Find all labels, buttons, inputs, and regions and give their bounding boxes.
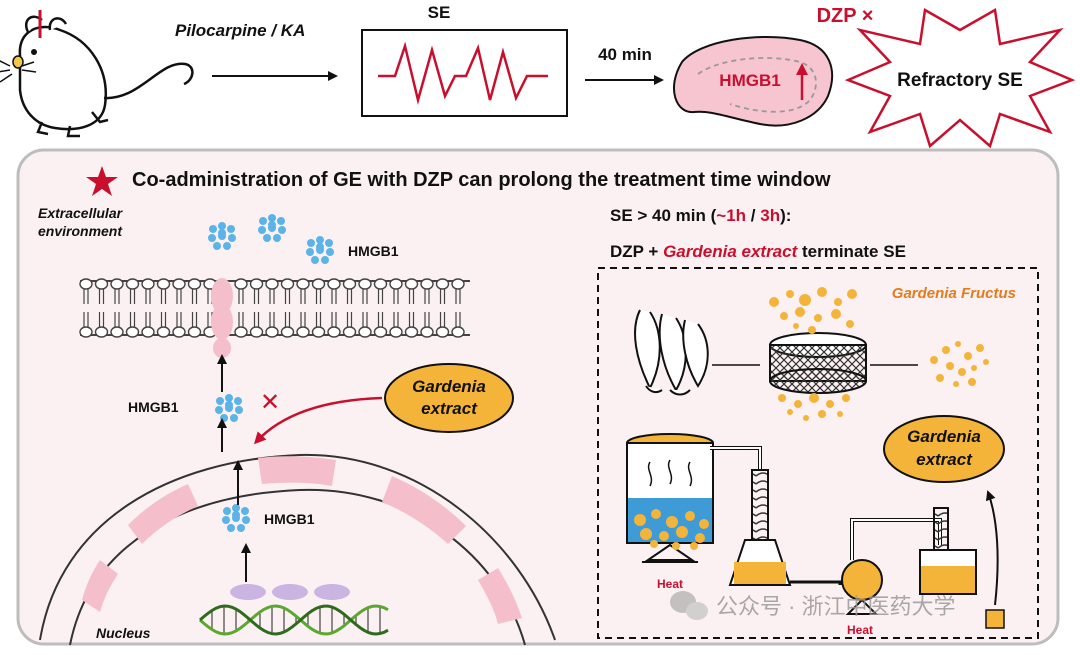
gardenia-powder-top <box>769 287 857 334</box>
mouse-icon <box>0 10 194 138</box>
watermark-text: 公众号 · 浙江中医药大学 <box>716 594 956 619</box>
nuclear-envelope-outer <box>39 453 556 641</box>
condition-time-1: ~1h <box>716 206 746 225</box>
hmgb1-cytoplasm-label: HMGB1 <box>128 399 179 415</box>
inhibit-x-icon: ✕ <box>260 389 280 416</box>
hmgb1-brain-label: HMGB1 <box>719 71 780 90</box>
brain-slice-icon <box>673 35 834 127</box>
collection-beaker-icon <box>919 507 1005 629</box>
extract-left-label-2: extract <box>421 399 478 418</box>
extract-right-label-2: extract <box>916 450 973 469</box>
drug-label: DZP × <box>817 5 874 27</box>
result-extract: Gardenia extract <box>663 242 799 261</box>
histone-icons <box>230 584 350 600</box>
condition-sep: / <box>746 206 760 225</box>
seizure-trace <box>378 41 548 105</box>
extract-ellipse-left <box>384 363 514 433</box>
extracellular-label-2: environment <box>38 223 123 239</box>
treatment-label: Pilocarpine / KA <box>175 21 305 40</box>
membrane-channel <box>211 278 233 358</box>
result-suffix: terminate SE <box>797 242 906 261</box>
extraction-process-box <box>597 267 1039 639</box>
heat-label-2: Heat <box>847 623 873 637</box>
condition-suffix: ): <box>780 206 791 225</box>
extracellular-label-1: Extracellular <box>38 205 124 221</box>
inhibition-arrow <box>253 396 383 445</box>
gardenia-in-solvent <box>634 509 709 550</box>
dna-helix-icon <box>199 604 389 636</box>
result-text: DZP + Gardenia extract terminate SE <box>610 242 906 261</box>
condition-prefix: SE > 40 min ( <box>610 206 717 225</box>
outcome-label: Refractory SE <box>897 70 1023 91</box>
hmgb1-nuclear-label: HMGB1 <box>264 511 315 527</box>
panel-title: Co-administration of GE with DZP can pro… <box>132 169 831 191</box>
nuclear-pore-segments <box>82 456 522 624</box>
extract-right-label-1: Gardenia <box>907 427 981 446</box>
gardenia-powder-bottom <box>778 393 850 421</box>
condition-text: SE > 40 min (~1h / 3h): <box>610 206 791 225</box>
condition-time-2: 3h <box>760 206 780 225</box>
eeg-box <box>361 29 568 117</box>
star-icon <box>86 166 118 196</box>
heat-label-1: Heat <box>657 577 683 591</box>
gardenia-fruit-icon <box>634 309 709 396</box>
hmgb1-clusters <box>208 214 334 532</box>
nucleus-label: Nucleus <box>96 625 151 641</box>
fructus-label: Gardenia Fructus <box>892 285 1016 302</box>
se-label: SE <box>428 3 451 22</box>
gardenia-powder-pile <box>930 341 989 387</box>
product-arrow <box>985 490 999 606</box>
hmgb1-outside-label: HMGB1 <box>348 243 399 259</box>
starburst-shape <box>844 8 1076 149</box>
extract-left-label-1: Gardenia <box>412 377 486 396</box>
time-label: 40 min <box>598 45 652 64</box>
condenser-icon <box>710 446 842 586</box>
result-prefix: DZP + <box>610 242 663 261</box>
sieve-icon <box>769 332 867 394</box>
summary-panel <box>16 148 1060 646</box>
extract-ellipse-right <box>883 415 1005 483</box>
watermark-logo <box>670 591 708 620</box>
